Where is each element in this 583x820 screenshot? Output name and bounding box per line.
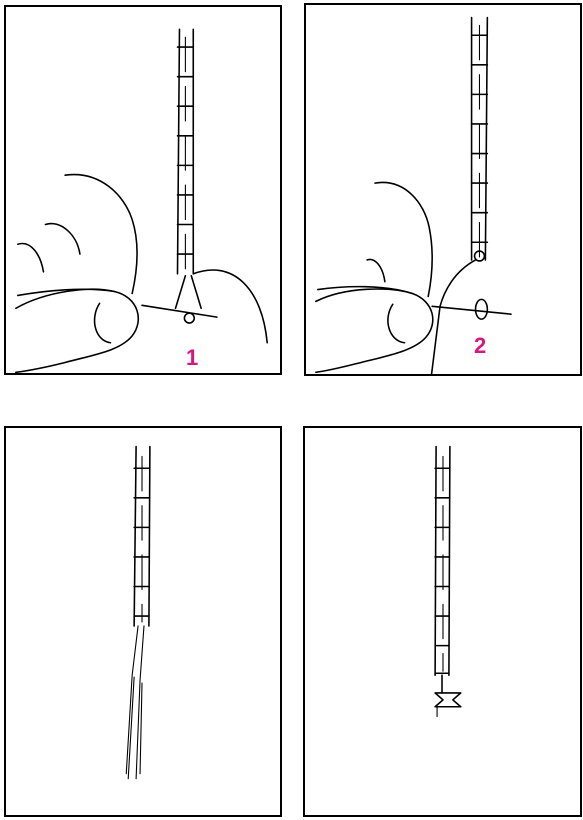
illustration-panel-3 [4, 426, 282, 817]
hand [16, 175, 138, 373]
illustration-panel-2: 2 [304, 3, 582, 376]
illustration-panel-4 [303, 426, 582, 817]
chain [134, 447, 150, 626]
panel-3-drawing [6, 428, 280, 815]
illustration-panel-1: 1 [4, 5, 282, 375]
chain [472, 18, 488, 261]
panel-2-drawing [306, 5, 580, 374]
working-thread [193, 270, 267, 343]
knot-end [435, 675, 461, 716]
bead [476, 299, 488, 319]
thread-tails [126, 626, 144, 779]
step-number-1: 1 [186, 347, 198, 369]
hand [316, 182, 433, 372]
needle [142, 305, 217, 317]
chain [435, 447, 450, 676]
bead [184, 313, 194, 323]
thread-loop [176, 276, 202, 309]
panel-4-drawing [305, 428, 580, 815]
needle [432, 306, 511, 314]
step-number-2: 2 [474, 335, 486, 357]
panel-1-drawing [6, 7, 280, 373]
chain [177, 29, 193, 273]
working-thread [430, 260, 475, 374]
